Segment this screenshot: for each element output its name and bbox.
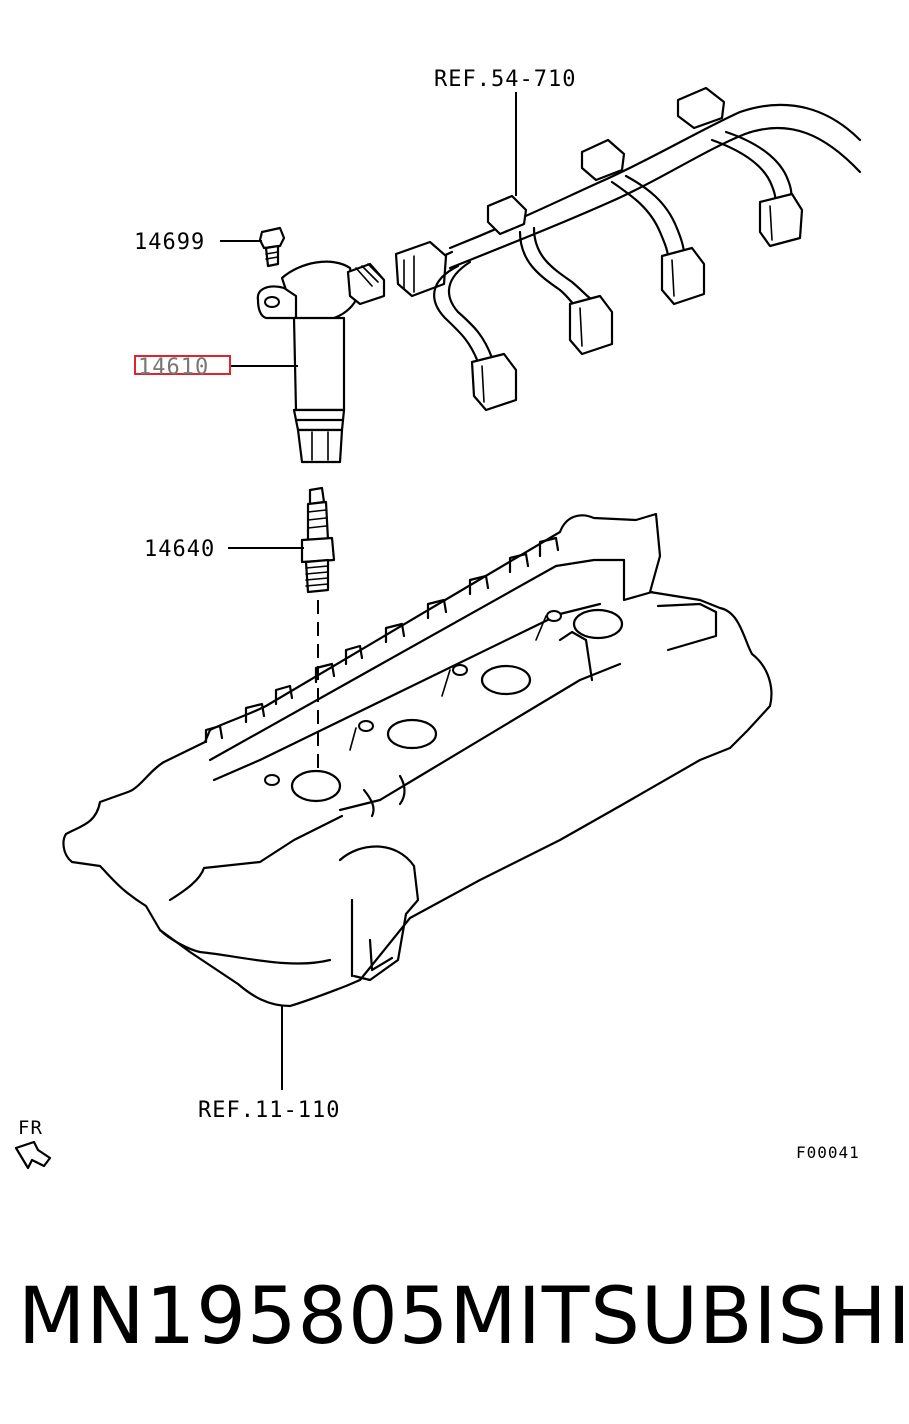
spark-plug-part — [228, 486, 336, 800]
bolt-part — [220, 226, 286, 268]
front-marker-label: FR — [18, 1117, 43, 1139]
parts-diagram: REF.54-710 14699 14610 14640 REF.11-110 … — [14, 67, 862, 1170]
brand-name: MITSUBISHI — [449, 1272, 909, 1362]
valve-cover — [62, 512, 773, 1090]
front-arrow-icon — [14, 1140, 52, 1170]
part-number: MN195805 — [18, 1272, 450, 1362]
ignition-coil-part — [230, 260, 386, 464]
callout-bolt[interactable]: 14699 — [134, 230, 205, 255]
figure-code: F00041 — [796, 1143, 860, 1162]
callout-ignition-coil[interactable]: 14610 — [138, 355, 209, 380]
wiring-harness — [394, 86, 862, 412]
highlight-box — [134, 355, 231, 375]
callout-ref-cover[interactable]: REF.11-110 — [198, 1098, 340, 1123]
callout-spark-plug[interactable]: 14640 — [144, 537, 215, 562]
part-label: MN195805 MITSUBISHI — [0, 1262, 909, 1372]
callout-ref-harness[interactable]: REF.54-710 — [434, 67, 576, 92]
